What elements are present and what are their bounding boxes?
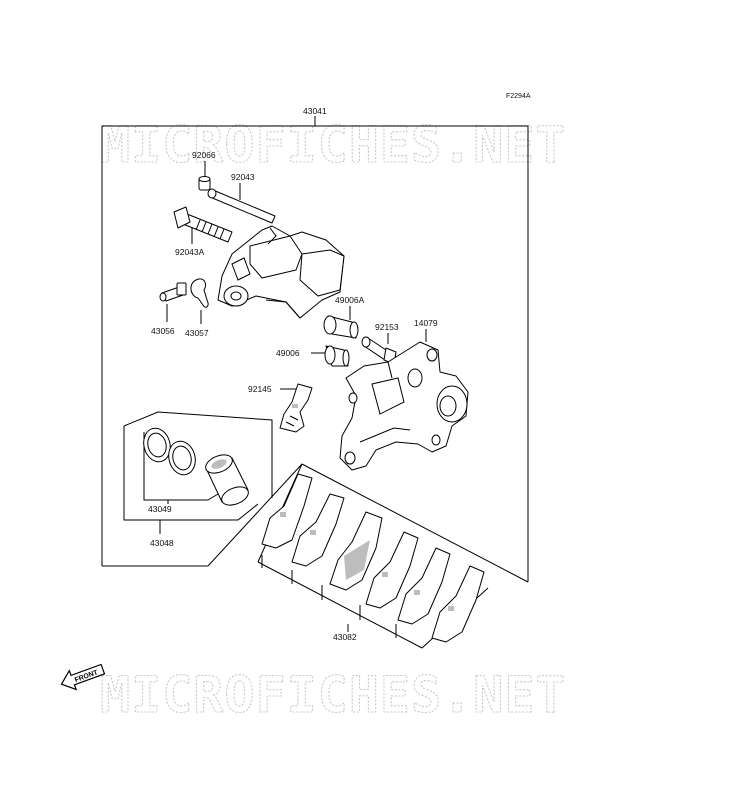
label-92043: 92043 (231, 172, 255, 182)
label-92145: 92145 (248, 384, 272, 394)
part-43082-shim-2 (431, 565, 485, 643)
front-arrow-icon: FRONT (60, 663, 106, 691)
watermark-bottom: MICROFICHES.NET (100, 666, 567, 724)
part-43057-clip (190, 278, 209, 308)
part-43049-seal-1 (143, 427, 171, 463)
part-43082-pad-1 (291, 493, 345, 567)
figure-code: F2294A (506, 93, 531, 100)
label-14079: 14079 (414, 318, 438, 328)
label-43049: 43049 (148, 504, 172, 514)
part-49006-rubber (324, 345, 350, 367)
piston-group-frame (123, 411, 273, 534)
label-43082: 43082 (333, 632, 357, 642)
part-43082-pad-4 (397, 547, 451, 625)
label-92043A: 92043A (175, 247, 205, 257)
part-92145-spring (279, 383, 313, 433)
part-43082-pad-2 (329, 511, 383, 591)
label-43041: 43041 (303, 106, 327, 116)
assembly-frame-43041 (101, 116, 529, 583)
label-43056: 43056 (151, 326, 175, 336)
label-92066: 92066 (192, 150, 216, 160)
label-92153: 92153 (375, 322, 399, 332)
label-49006A: 49006A (335, 295, 365, 305)
label-49006: 49006 (276, 348, 300, 358)
part-43082-pad-3 (365, 531, 419, 609)
part-43082-shim-1 (261, 473, 313, 549)
part-49006A-boot (323, 315, 359, 339)
watermark-top: MICROFICHES.NET (100, 116, 567, 174)
part-caliper-body (217, 225, 345, 319)
part-43056-bleeder (159, 282, 187, 302)
part-92043-pin (207, 188, 276, 224)
part-43049-seal-2 (168, 440, 196, 476)
label-43048: 43048 (150, 538, 174, 548)
part-14079-bracket (339, 341, 469, 471)
part-piston (205, 454, 249, 506)
part-92043A-bolt (173, 206, 233, 243)
label-43057: 43057 (185, 328, 209, 338)
part-92066-cap (198, 176, 211, 191)
